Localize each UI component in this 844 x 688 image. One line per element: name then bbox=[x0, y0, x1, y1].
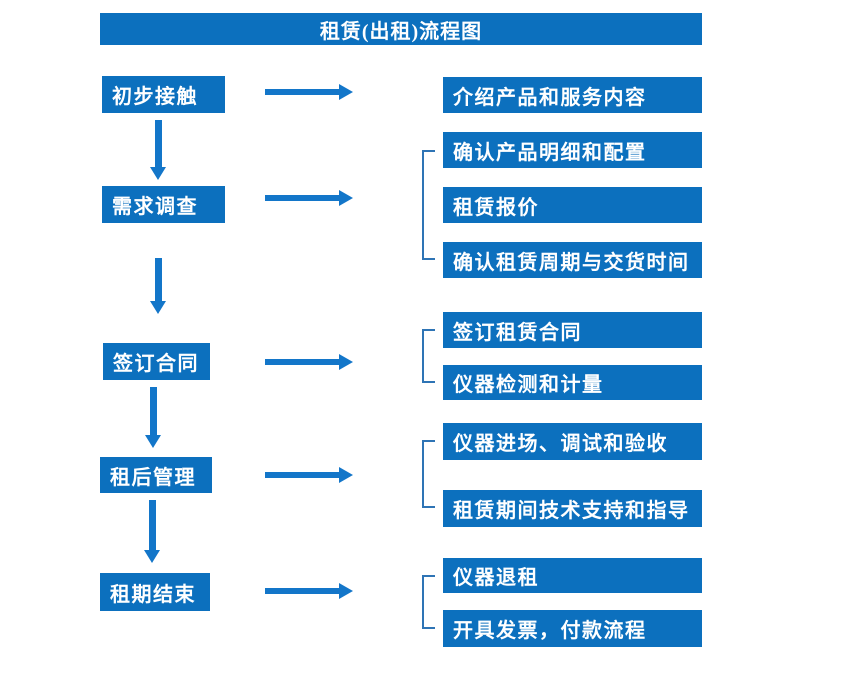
detail-box-invoice-payment: 开具发票，付款流程 bbox=[443, 610, 702, 647]
step-box-initial-contact: 初步接触 bbox=[102, 76, 225, 113]
step-box-sign-contract: 签订合同 bbox=[103, 343, 210, 380]
group-bracket bbox=[422, 575, 435, 629]
arrow-head bbox=[339, 190, 353, 206]
arrow-shaft bbox=[155, 120, 162, 168]
down-arrow bbox=[150, 120, 167, 180]
detail-box-instrument-return: 仪器退租 bbox=[443, 558, 702, 593]
arrow-head bbox=[150, 167, 166, 180]
group-bracket bbox=[422, 329, 435, 383]
arrow-head bbox=[145, 435, 161, 448]
arrow-shaft bbox=[265, 472, 340, 478]
down-arrow bbox=[150, 258, 167, 314]
arrow-shaft bbox=[265, 89, 340, 95]
step-box-demand-survey: 需求调查 bbox=[102, 186, 225, 223]
detail-box-instrument-setup-acceptance: 仪器进场、调试和验收 bbox=[443, 423, 702, 460]
arrow-shaft bbox=[155, 258, 162, 302]
group-bracket bbox=[422, 150, 435, 260]
right-arrow bbox=[265, 190, 353, 206]
arrow-head bbox=[339, 583, 353, 599]
arrow-head bbox=[339, 84, 353, 100]
right-arrow bbox=[265, 467, 353, 483]
step-box-post-rental-management: 租后管理 bbox=[100, 457, 212, 493]
arrow-shaft bbox=[149, 500, 156, 551]
detail-box-tech-support: 租赁期间技术支持和指导 bbox=[443, 490, 702, 527]
detail-box-sign-rental-contract: 签订租赁合同 bbox=[443, 312, 702, 348]
detail-box-rental-quote: 租赁报价 bbox=[443, 187, 702, 223]
arrow-shaft bbox=[265, 588, 340, 594]
detail-box-confirm-rental-period: 确认租赁周期与交货时间 bbox=[443, 242, 702, 278]
arrow-head bbox=[339, 467, 353, 483]
right-arrow bbox=[265, 354, 353, 370]
arrow-head bbox=[339, 354, 353, 370]
group-bracket bbox=[422, 440, 435, 508]
arrow-shaft bbox=[150, 387, 157, 436]
arrow-shaft bbox=[265, 359, 340, 365]
detail-box-intro-products: 介绍产品和服务内容 bbox=[443, 77, 702, 113]
detail-box-confirm-product-details: 确认产品明细和配置 bbox=[443, 132, 702, 168]
arrow-head bbox=[144, 550, 160, 563]
arrow-head bbox=[150, 301, 166, 314]
right-arrow bbox=[265, 84, 353, 100]
arrow-shaft bbox=[265, 195, 340, 201]
right-arrow bbox=[265, 583, 353, 599]
detail-box-instrument-testing: 仪器检测和计量 bbox=[443, 365, 702, 400]
step-box-rental-end: 租期结束 bbox=[100, 573, 210, 611]
down-arrow bbox=[144, 500, 161, 563]
flowchart-title: 租赁(出租)流程图 bbox=[100, 13, 702, 45]
down-arrow bbox=[145, 387, 162, 448]
